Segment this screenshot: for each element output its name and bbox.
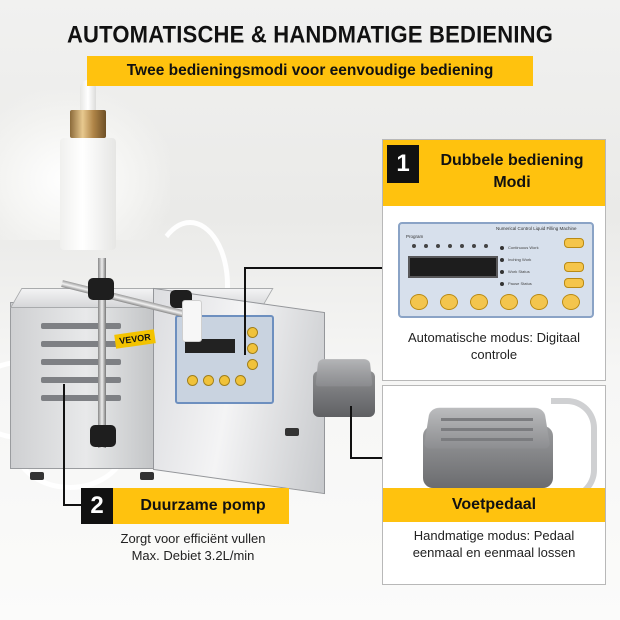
machine-foot	[140, 472, 154, 480]
feature-title-line: Dubbele bediening	[440, 152, 584, 169]
machine-display	[185, 339, 235, 353]
program-led	[472, 244, 476, 248]
program-led	[484, 244, 488, 248]
panel-program-label: Program	[406, 234, 424, 239]
stand-rod	[98, 258, 106, 448]
pedal-rib	[441, 418, 533, 421]
status-led	[500, 246, 504, 250]
feature-number-badge: 1	[387, 145, 419, 183]
panel-round-button	[440, 294, 458, 310]
pedal-rib	[441, 438, 533, 441]
connector-line	[350, 406, 352, 458]
control-panel-closeup: Program Numerical Control Liquid Filling…	[398, 222, 594, 318]
connector-line	[63, 504, 81, 506]
cosmetic-bottle	[60, 80, 116, 250]
continuous-key	[564, 238, 584, 248]
connector-line	[244, 267, 246, 355]
feature-title-line: Modi	[493, 174, 531, 191]
feature-caption: Automatische modus: Digitaal controle	[383, 329, 605, 363]
tube-top	[150, 220, 230, 350]
program-led	[424, 244, 428, 248]
vent-slot	[41, 341, 121, 347]
inching-key	[564, 278, 584, 288]
vent-slot	[41, 323, 121, 329]
panel-button	[247, 359, 258, 370]
rod-clamp	[88, 278, 114, 300]
feature-title: Duurzame pomp	[81, 488, 289, 524]
feature-caption: Handmatige modus: Pedaal eenmaal en eenm…	[383, 527, 605, 561]
panel-button	[235, 375, 246, 386]
caption-line: Handmatige modus: Pedaal	[413, 528, 575, 543]
panel-button	[203, 375, 214, 386]
panel-display	[408, 256, 498, 278]
connector-line	[63, 384, 65, 506]
vent-slot	[41, 377, 121, 383]
panel-button	[247, 343, 258, 354]
program-led	[448, 244, 452, 248]
pause-key	[564, 262, 584, 272]
page-title: AUTOMATISCHE & HANDMATIGE BEDIENING	[66, 20, 554, 49]
connector-line	[350, 457, 382, 459]
bottle-dropper	[80, 80, 96, 112]
feature-title: Voetpedaal	[383, 488, 605, 522]
bottle-body	[60, 138, 116, 250]
foot-pedal-closeup	[413, 396, 597, 500]
caption-line: controle	[470, 347, 518, 362]
panel-button	[219, 375, 230, 386]
panel-button	[247, 327, 258, 338]
status-label: Continuous Work	[508, 245, 539, 250]
program-led	[412, 244, 416, 248]
panel-button	[187, 375, 198, 386]
caption-line: Automatische modus: Digitaal	[408, 330, 580, 345]
feature-header	[383, 140, 605, 206]
program-led	[460, 244, 464, 248]
callout-foot-pedal: Voetpedaal Handmatige modus: Pedaal eenm…	[382, 385, 606, 585]
foot-pedal-small	[313, 357, 375, 421]
panel-title: Numerical Control Liquid Filling Machine	[496, 226, 577, 231]
vent-slot	[41, 359, 121, 365]
feature-title: Dubbele bediening Modi	[419, 150, 605, 194]
caption-line: Zorgt voor efficiënt vullen	[120, 531, 266, 546]
machine-foot	[30, 472, 44, 480]
pedal-cable	[551, 398, 597, 500]
machine-control-panel	[175, 315, 274, 404]
caption-line: eenmaal en eenmaal lossen	[412, 545, 576, 560]
bottle-cap	[70, 110, 106, 138]
status-label: Inching Work	[508, 257, 532, 262]
vent-slot	[41, 395, 121, 401]
caption-line: Max. Debiet 3.2L/min	[131, 548, 255, 563]
status-label: Pause Status	[508, 281, 532, 286]
feature-number-badge: 2	[81, 488, 113, 524]
status-led	[500, 282, 504, 286]
base-clamp	[90, 425, 116, 447]
status-label: Work Status	[508, 269, 530, 274]
panel-round-button	[410, 294, 428, 310]
filling-machine: VEVOR	[0, 220, 360, 500]
status-led	[500, 258, 504, 262]
status-led	[500, 270, 504, 274]
machine-foot	[285, 428, 299, 436]
pedal-top	[315, 359, 373, 387]
panel-round-button	[500, 294, 518, 310]
panel-round-button	[530, 294, 548, 310]
filling-nozzle	[182, 300, 202, 342]
page-subtitle: Twee bedieningsmodi voor eenvoudige bedi…	[87, 56, 533, 86]
machine-side	[10, 302, 162, 469]
program-led	[436, 244, 440, 248]
connector-line	[244, 267, 382, 269]
panel-round-button	[562, 294, 580, 310]
callout-dual-mode: 1 Dubbele bediening Modi Program Numeric…	[382, 139, 606, 381]
panel-round-button	[470, 294, 488, 310]
feature-caption: Zorgt voor efficiënt vullen Max. Debiet …	[80, 530, 306, 564]
pedal-rib	[441, 428, 533, 431]
